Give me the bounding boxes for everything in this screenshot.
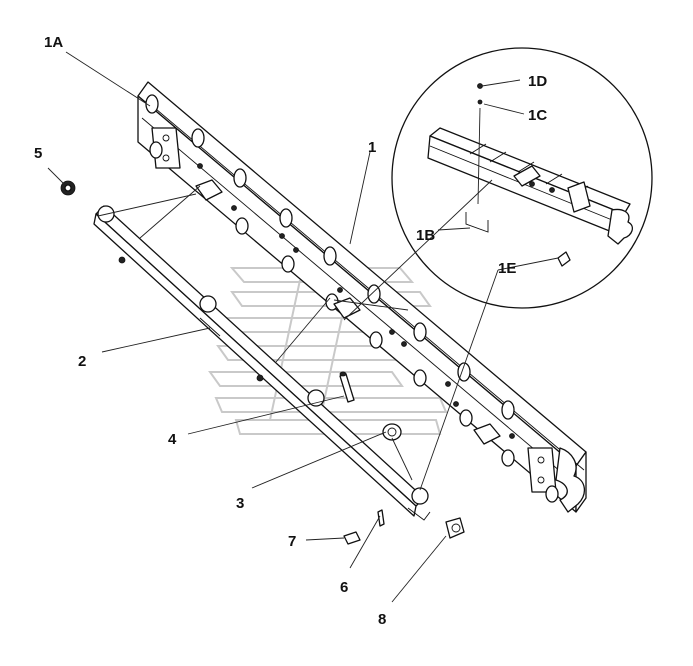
pin-part-6 [377, 509, 385, 527]
screw-part-7 [343, 531, 361, 545]
callout-5: 5 [34, 145, 42, 162]
rail-bracket-left [151, 127, 181, 169]
rail-bolts [197, 163, 515, 439]
callout-3: 3 [236, 495, 244, 512]
bolt-part-4 [339, 371, 355, 403]
callout-6: 6 [340, 579, 348, 596]
callout-1C: 1C [528, 107, 547, 124]
end-cap-part-8 [445, 517, 465, 539]
callout-1A: 1A [44, 34, 63, 51]
callout-1D: 1D [528, 73, 547, 90]
callout-8: 8 [378, 611, 386, 628]
shaft [93, 205, 431, 521]
bushing-part-3 [382, 423, 402, 441]
rail-clips [145, 94, 559, 503]
leader-lines [47, 51, 559, 603]
nut-part-5 [60, 180, 76, 196]
callout-1B: 1B [416, 227, 435, 244]
rail-bearing-blocks [195, 179, 501, 445]
callout-7: 7 [288, 533, 296, 550]
callout-2: 2 [78, 353, 86, 370]
detail-circle [391, 47, 653, 309]
callout-1E: 1E [498, 260, 516, 277]
callout-4: 4 [168, 431, 177, 448]
callout-1: 1 [368, 139, 376, 156]
